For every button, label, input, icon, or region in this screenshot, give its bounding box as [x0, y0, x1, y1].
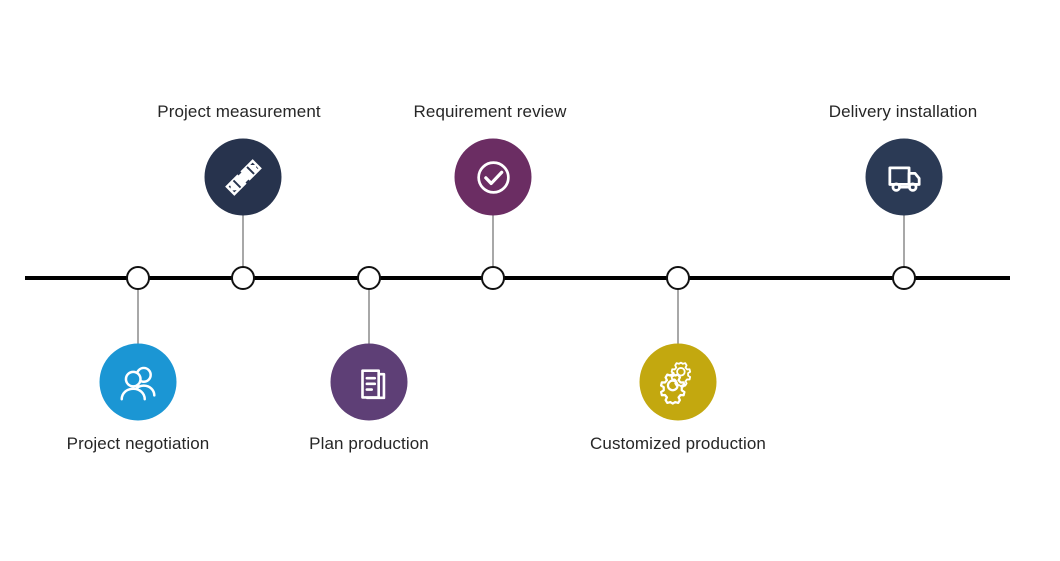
- step-label-6: Delivery installation: [828, 102, 978, 121]
- check-circle-icon: [470, 154, 516, 200]
- timeline-node-step-5[interactable]: [666, 266, 690, 290]
- pencil-ruler-icon: [220, 154, 266, 200]
- icon-bubble-step-5[interactable]: [639, 343, 717, 421]
- truck-icon: [882, 155, 926, 199]
- step-label-1: Project negotiation: [66, 434, 210, 453]
- step-label-5: Customized production: [590, 434, 766, 453]
- timeline-node-step-4[interactable]: [481, 266, 505, 290]
- step-label-2: Project measurement: [157, 102, 321, 121]
- connector-group: [137, 215, 905, 344]
- icon-bubble-step-2[interactable]: [204, 138, 282, 216]
- icon-bubble-step-6[interactable]: [865, 138, 943, 216]
- icon-bubble-step-4[interactable]: [454, 138, 532, 216]
- documents-icon: [348, 361, 390, 403]
- people-group-icon: [115, 359, 161, 405]
- timeline-node-step-1[interactable]: [126, 266, 150, 290]
- step-label-3: Plan production: [309, 434, 429, 453]
- step-label-4: Requirement review: [413, 102, 567, 121]
- icon-bubble-step-1[interactable]: [99, 343, 177, 421]
- node-marker-group: [126, 266, 916, 290]
- timeline-node-step-3[interactable]: [357, 266, 381, 290]
- icon-bubble-step-3[interactable]: [330, 343, 408, 421]
- timeline-node-step-2[interactable]: [231, 266, 255, 290]
- gears-icon: [655, 359, 701, 405]
- timeline-node-step-6[interactable]: [892, 266, 916, 290]
